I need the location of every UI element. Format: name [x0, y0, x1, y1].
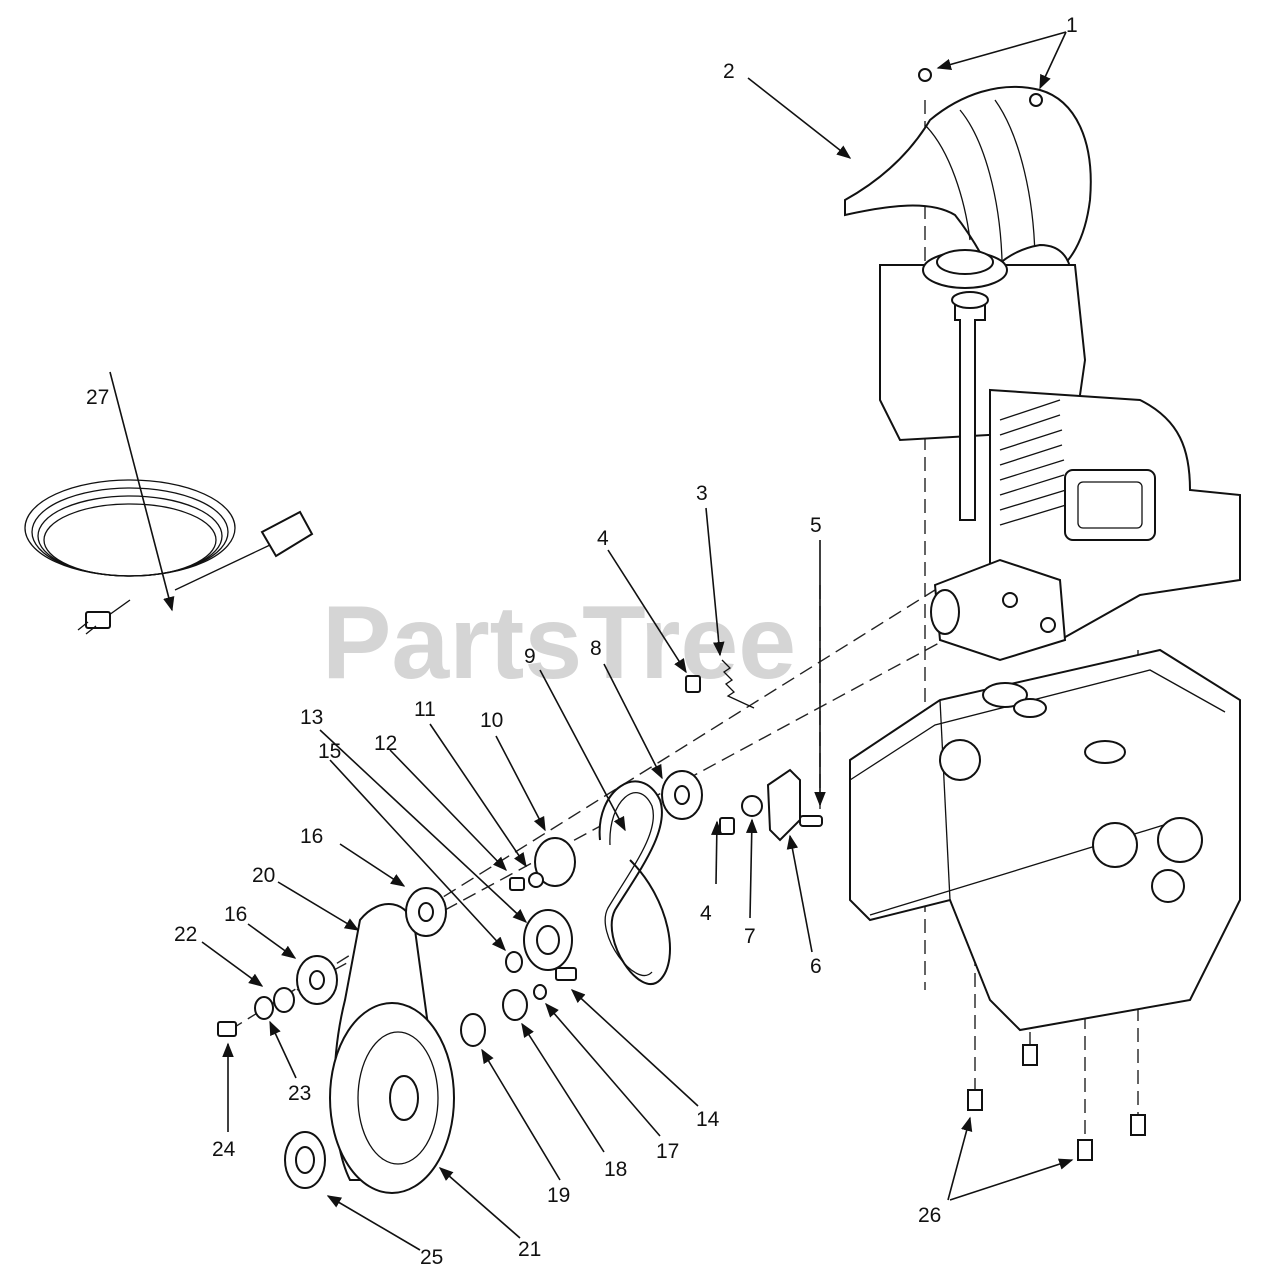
frame-bolts [967, 1044, 1146, 1161]
watermark: PartsTree [322, 585, 796, 701]
engine-assembly [844, 85, 1241, 662]
callout-8: 8 [590, 637, 602, 660]
callout-16-upper: 16 [300, 825, 323, 848]
frame-housing [849, 648, 1241, 1032]
callout-26: 26 [918, 1204, 941, 1227]
callout-16-lower: 16 [224, 903, 247, 926]
callout-11: 11 [414, 698, 436, 721]
callout-21: 21 [518, 1238, 541, 1261]
callout-13: 13 [300, 706, 323, 729]
callout-9: 9 [524, 645, 536, 668]
callout-27: 27 [86, 386, 109, 409]
callout-3: 3 [696, 482, 708, 505]
power-cord [24, 479, 314, 635]
leader-lines [109, 31, 1074, 1251]
callout-19: 19 [547, 1184, 570, 1207]
callout-17: 17 [656, 1140, 679, 1163]
callout-14: 14 [696, 1108, 720, 1131]
callout-2: 2 [723, 60, 735, 83]
callout-24: 24 [212, 1138, 236, 1161]
callout-23: 23 [288, 1082, 311, 1105]
callout-25: 25 [420, 1246, 443, 1269]
callout-22: 22 [174, 923, 197, 946]
callout-labels: 1 2 3 4 5 6 7 8 9 10 11 12 13 14 15 16 1… [86, 14, 1078, 1269]
pulleys [217, 770, 703, 1194]
callout-15: 15 [318, 740, 341, 763]
callout-4-lower: 4 [700, 902, 712, 925]
callout-1: 1 [1066, 14, 1078, 37]
callout-7: 7 [744, 925, 756, 948]
callout-6: 6 [810, 955, 822, 978]
callout-4-upper: 4 [597, 527, 609, 550]
callout-18: 18 [604, 1158, 627, 1181]
callout-5: 5 [810, 514, 822, 537]
callout-20: 20 [252, 864, 275, 887]
callout-10: 10 [480, 709, 503, 732]
shroud-screws [918, 68, 1043, 107]
callout-12: 12 [374, 732, 397, 755]
